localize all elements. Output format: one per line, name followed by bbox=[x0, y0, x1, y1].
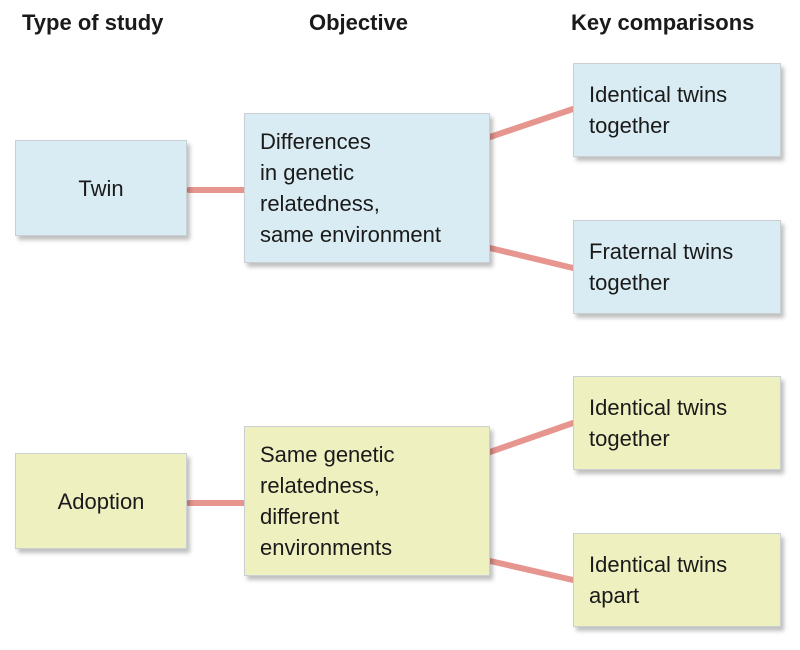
header-key-comparisons: Key comparisons bbox=[571, 10, 755, 35]
connector-adoption-objective-to-apart bbox=[487, 558, 576, 583]
connector-twin-objective-to-fraternal bbox=[487, 245, 576, 271]
header-objective: Objective bbox=[309, 10, 409, 35]
objective-twin-box: Differences in genetic relatedness, same… bbox=[244, 113, 490, 263]
study-type-twin-box: Twin bbox=[15, 140, 187, 236]
objective-adoption-box: Same genetic relatedness, different envi… bbox=[244, 426, 490, 576]
comparison-text: Identical twins together bbox=[589, 82, 728, 138]
comparison-text: Identical twins together bbox=[589, 395, 728, 451]
comparison-text: Identical twins apart bbox=[589, 552, 728, 608]
connector-adoption-objective-to-together bbox=[487, 420, 576, 455]
study-type-adoption-box: Adoption bbox=[15, 453, 187, 549]
objective-text: Differences in genetic relatedness, same… bbox=[260, 129, 441, 247]
study-type-label: Adoption bbox=[57, 488, 145, 514]
comparison-twin-identical-box: Identical twins together bbox=[573, 63, 781, 157]
objective-text: Same genetic relatedness, different envi… bbox=[260, 442, 395, 560]
comparison-adoption-together-box: Identical twins together bbox=[573, 376, 781, 470]
comparison-twin-fraternal-box: Fraternal twins together bbox=[573, 220, 781, 314]
comparison-text: Fraternal twins together bbox=[589, 239, 734, 295]
comparison-adoption-apart-box: Identical twins apart bbox=[573, 533, 781, 627]
connector-twin-objective-to-identical bbox=[487, 106, 576, 140]
study-type-label: Twin bbox=[78, 175, 124, 201]
header-type-of-study: Type of study bbox=[22, 10, 164, 35]
